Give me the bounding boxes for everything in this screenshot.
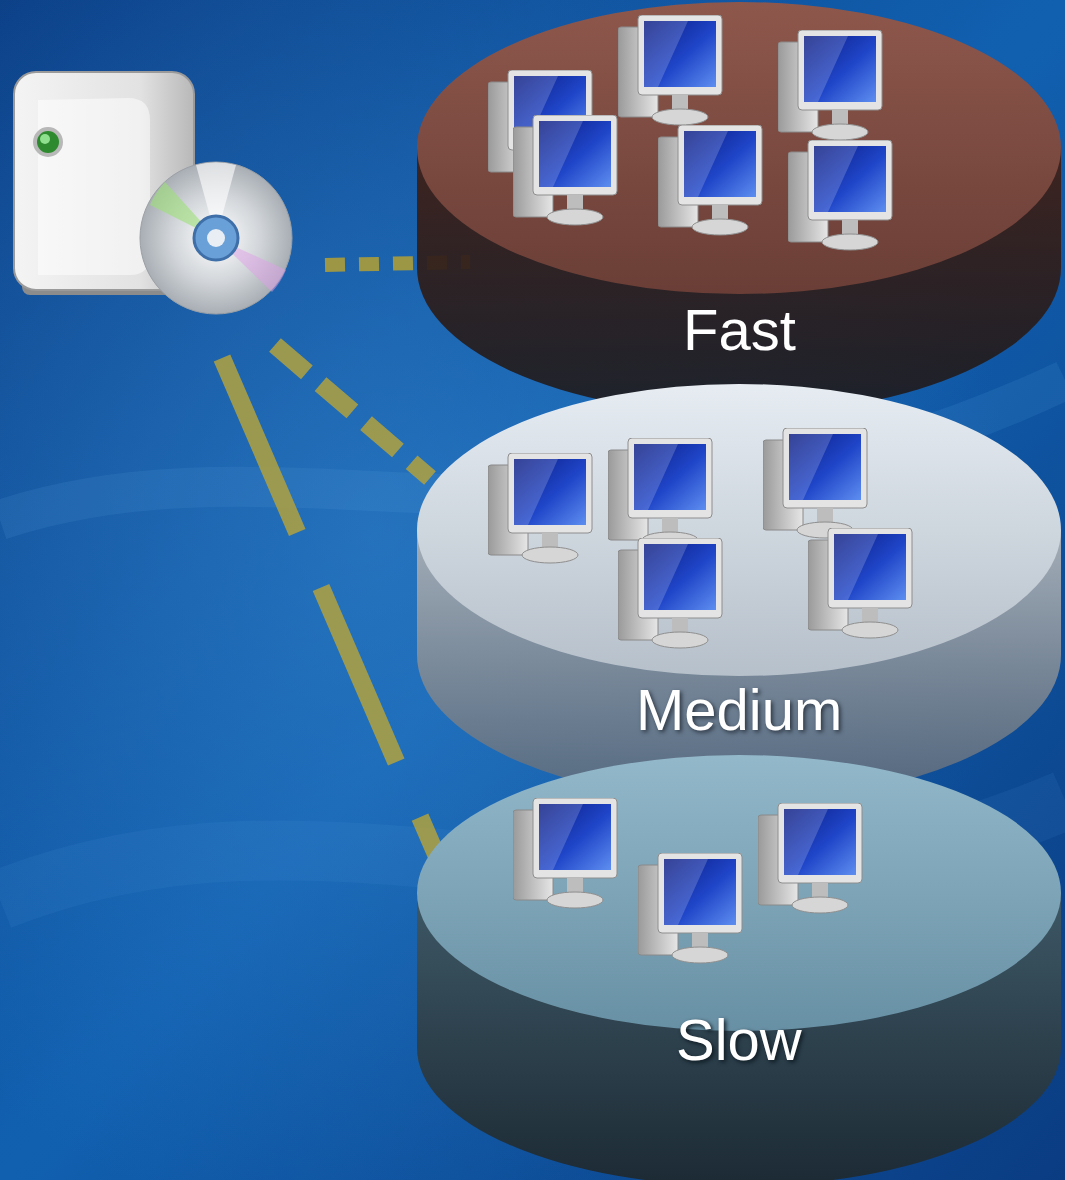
tier-disc-node: Slow: [413, 748, 1065, 1180]
tier-disc-node: Fast: [413, 0, 1065, 420]
tier-disc: [413, 378, 1065, 808]
tier-label: Fast: [683, 298, 796, 362]
tier-disc-node: Medium: [413, 378, 1065, 808]
tier-label: Slow: [676, 1008, 802, 1072]
tier-label: Medium: [636, 678, 842, 742]
tier-disc: [413, 748, 1065, 1180]
